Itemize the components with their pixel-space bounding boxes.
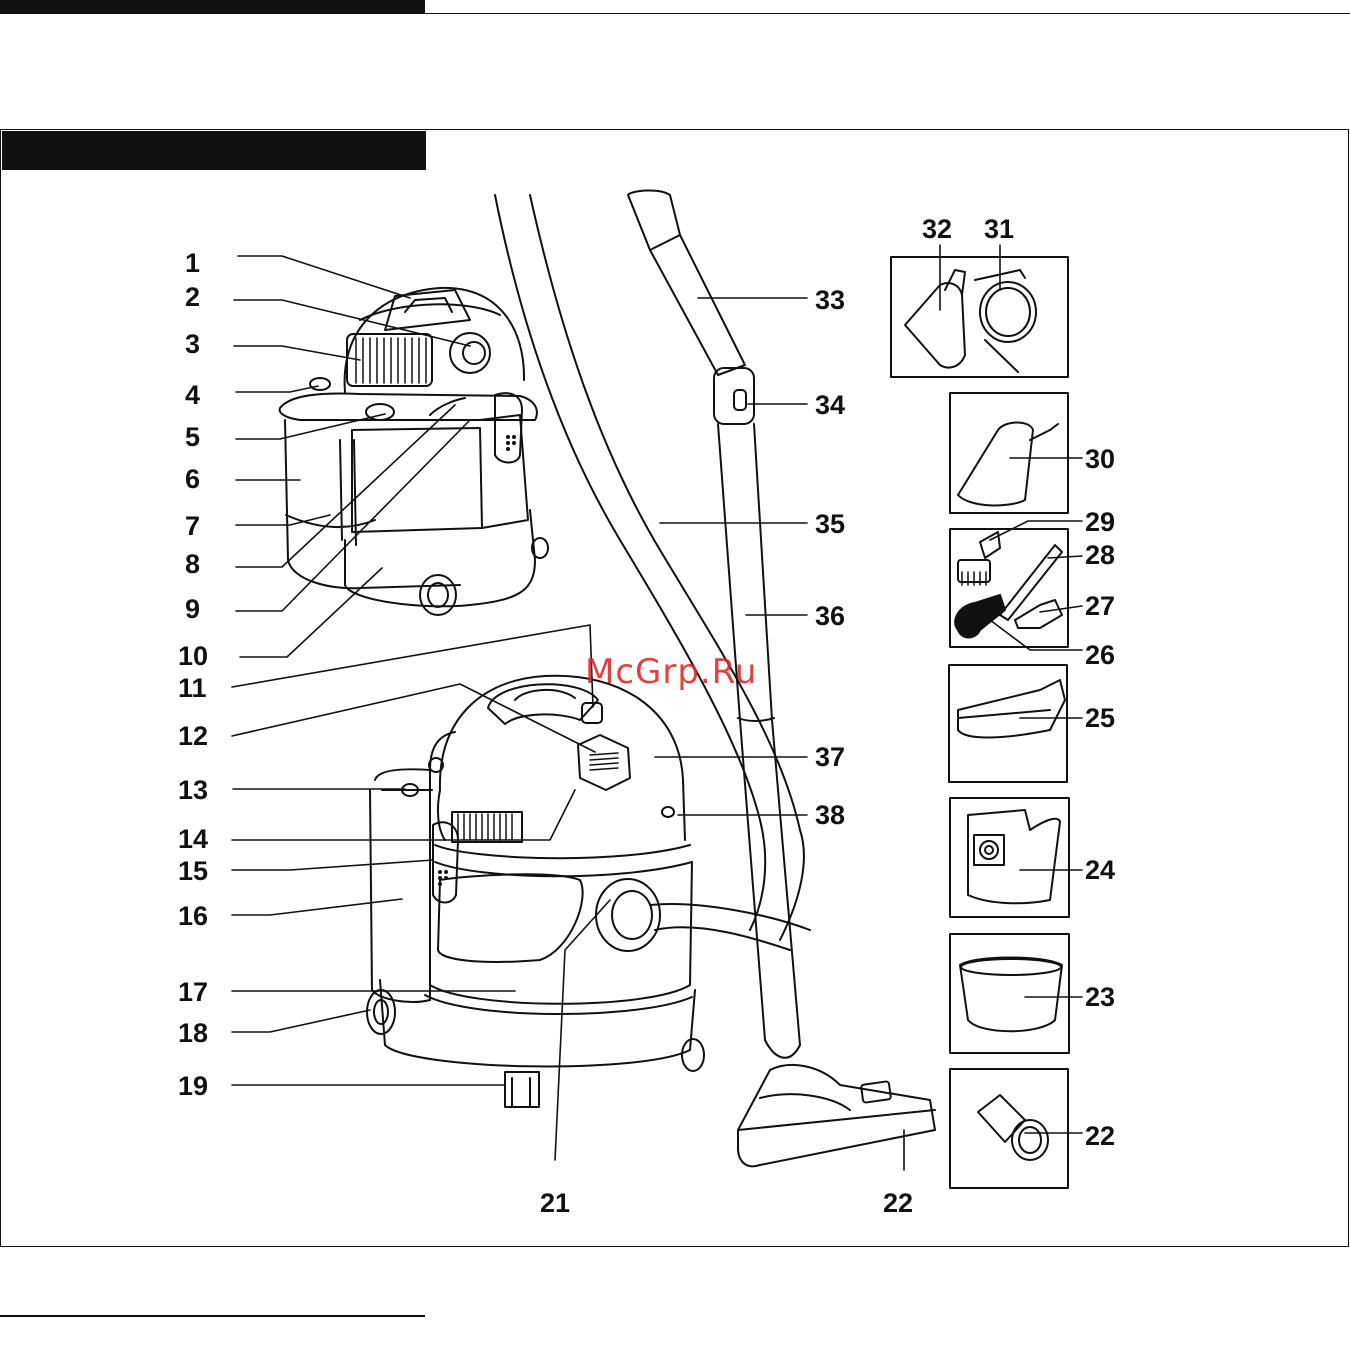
accessory-box-23 — [950, 934, 1069, 1053]
callout-5: 5 — [185, 422, 200, 452]
callout-9: 9 — [185, 594, 200, 624]
callout-33: 33 — [815, 285, 845, 315]
coiled-tube-icon — [975, 270, 1036, 372]
main-vacuum-illustration — [367, 676, 810, 1107]
callout-10: 10 — [178, 641, 208, 671]
watermark: McGrp.Ru — [585, 652, 757, 692]
small-vacuum-illustration — [280, 288, 548, 615]
callout-3: 3 — [185, 329, 200, 359]
spray-nozzle-icon — [905, 283, 965, 367]
callout-27: 27 — [1085, 591, 1115, 621]
crevice-tool-icon — [1000, 545, 1062, 620]
callout-24: 24 — [1085, 855, 1115, 885]
callout-36: 36 — [815, 601, 845, 631]
tube-adapter-icon — [978, 1095, 1048, 1160]
callout-35: 35 — [815, 509, 845, 539]
callout-15: 15 — [178, 856, 208, 886]
callout-14: 14 — [178, 824, 208, 854]
callout-12: 12 — [178, 721, 208, 751]
accessory-box-30 — [950, 393, 1068, 513]
callout-13: 13 — [178, 775, 208, 805]
callout-38: 38 — [815, 800, 845, 830]
callout-11: 11 — [178, 673, 207, 703]
callout-16: 16 — [178, 901, 208, 931]
callout-21: 21 — [540, 1188, 570, 1218]
callout-4: 4 — [185, 380, 200, 410]
callout-26: 26 — [1085, 640, 1115, 670]
callout-23: 23 — [1085, 982, 1115, 1012]
callout-19: 19 — [178, 1071, 208, 1101]
round-brush-icon — [958, 532, 1000, 585]
callout-1: 1 — [185, 248, 200, 278]
accessory-box-22 — [950, 1069, 1068, 1188]
small-nozzle-icon — [1015, 600, 1062, 628]
callout-29: 29 — [1085, 507, 1115, 537]
carpet-nozzle-icon — [958, 423, 1033, 506]
callout-34: 34 — [815, 390, 845, 420]
filter-tray-icon — [960, 958, 1062, 1032]
callout-17: 17 — [178, 977, 208, 1007]
callout-30: 30 — [1085, 444, 1115, 474]
floor-nozzle-icon — [958, 680, 1065, 738]
callout-32: 32 — [922, 214, 952, 244]
callout-18: 18 — [178, 1018, 208, 1048]
callout-7: 7 — [185, 511, 200, 541]
leader-lines — [232, 245, 1082, 1170]
callout-22-nozzle: 22 — [883, 1188, 913, 1218]
callout-28: 28 — [1085, 540, 1115, 570]
accessory-boxes — [891, 257, 1069, 1188]
callout-8: 8 — [185, 549, 200, 579]
callout-37: 37 — [815, 742, 845, 772]
callout-25: 25 — [1085, 703, 1115, 733]
hose-adapter-icon — [955, 595, 1005, 638]
callout-22-adapter: 22 — [1085, 1121, 1115, 1151]
accessory-box-25 — [949, 665, 1067, 782]
callout-6: 6 — [185, 464, 200, 494]
hose-illustration — [495, 195, 804, 940]
callout-2: 2 — [185, 282, 200, 312]
callout-31: 31 — [984, 214, 1014, 244]
